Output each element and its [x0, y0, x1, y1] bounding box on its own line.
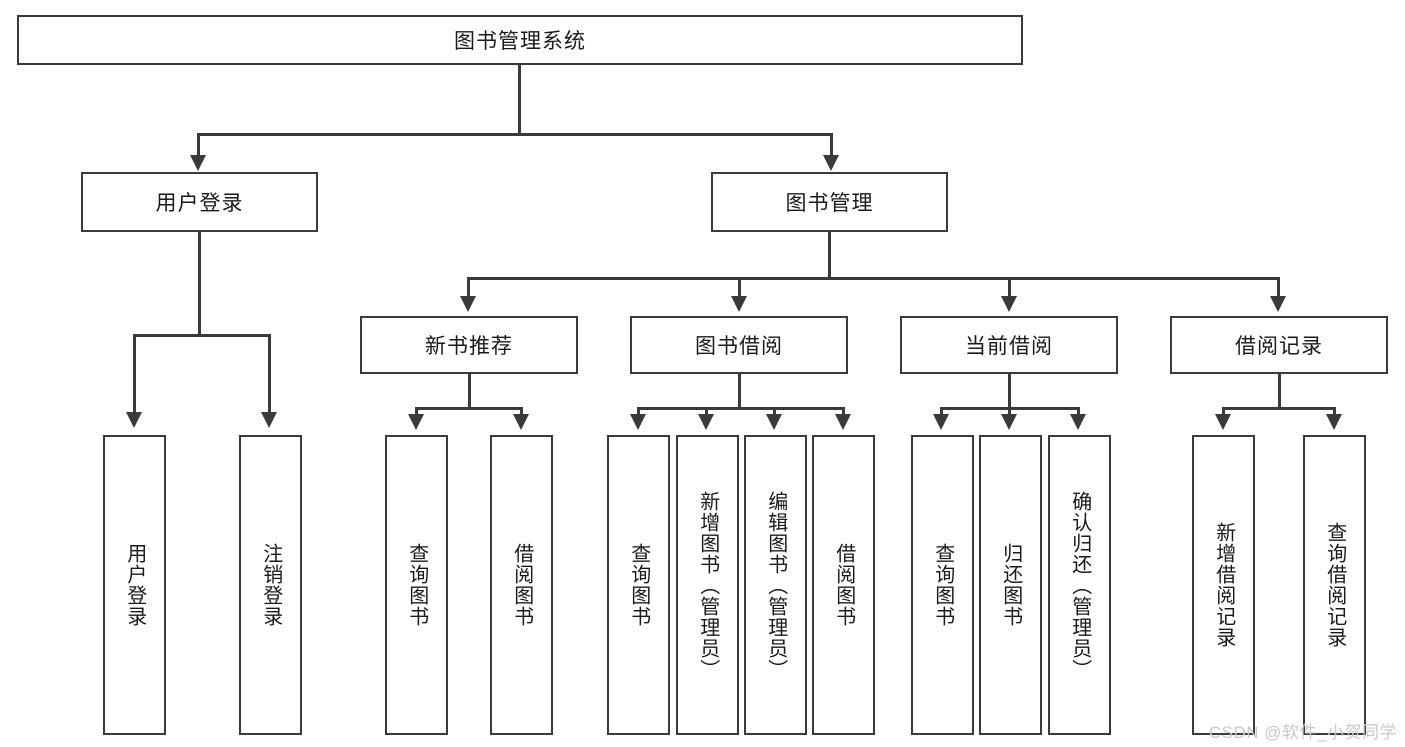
- edge-user-login-leaf2: [268, 334, 271, 414]
- edge-current-borrow-leaf2: [1008, 407, 1011, 417]
- arrow-to-user-login: [190, 155, 206, 171]
- edge-current-borrow-leaf1: [940, 407, 943, 417]
- edge-bm-to-book-borrow: [738, 277, 741, 299]
- node-borrow-record[interactable]: 借阅记录: [1170, 316, 1388, 374]
- edge-new-book-leaf1: [415, 407, 418, 417]
- edge-book-borrow-down: [738, 374, 741, 409]
- node-label: 借阅图书: [510, 543, 533, 627]
- node-label: 借阅图书: [832, 543, 855, 627]
- leaf-book-borrow-0[interactable]: 查询图书: [607, 435, 670, 735]
- edge-borrow-record-leaf1: [1222, 407, 1225, 417]
- node-label: 查询图书: [405, 543, 428, 627]
- node-label: 用户登录: [123, 543, 146, 627]
- node-label: 借阅记录: [1235, 335, 1323, 358]
- node-book-borrow[interactable]: 图书借阅: [630, 316, 848, 374]
- node-root-book-management-system[interactable]: 图书管理系统: [17, 15, 1023, 65]
- leaf-book-borrow-1[interactable]: 新增图书（管理员）: [676, 435, 739, 735]
- leaf-borrow-record-1[interactable]: 查询借阅记录: [1303, 435, 1366, 735]
- node-label: 注销登录: [259, 543, 282, 627]
- node-label: 图书管理: [785, 192, 874, 215]
- edge-borrow-record-bus: [1222, 407, 1336, 410]
- edge-book-borrow-leaf2: [705, 407, 708, 417]
- arrow-book-borrow-leaf4: [835, 414, 851, 430]
- edge-book-borrow-leaf4: [842, 407, 845, 417]
- node-label: 查询借阅记录: [1323, 522, 1346, 648]
- arrow-to-book-borrow: [731, 296, 747, 312]
- edge-bm-to-current-borrow: [1008, 277, 1011, 299]
- edge-user-login-bus: [133, 334, 271, 337]
- arrow-book-borrow-leaf1: [630, 414, 646, 430]
- edge-user-login-leaf1: [133, 334, 136, 414]
- leaf-user-login-0[interactable]: 用户登录: [103, 435, 166, 735]
- edge-borrow-record-down: [1278, 374, 1281, 409]
- edge-book-borrow-leaf1: [637, 407, 640, 417]
- edge-root-down: [518, 65, 521, 135]
- arrow-user-login-leaf1: [126, 412, 142, 428]
- edge-user-login-down: [198, 232, 201, 336]
- leaf-current-borrow-0[interactable]: 查询图书: [911, 435, 974, 735]
- arrow-current-borrow-leaf3: [1070, 414, 1086, 430]
- node-label: 查询图书: [627, 543, 650, 627]
- leaf-book-borrow-3[interactable]: 借阅图书: [812, 435, 875, 735]
- edge-borrow-record-leaf2: [1333, 407, 1336, 417]
- leaf-user-login-1[interactable]: 注销登录: [239, 435, 302, 735]
- edge-new-book-leaf2: [520, 407, 523, 417]
- edge-book-management-bus: [467, 277, 1279, 280]
- edge-book-management-down: [828, 232, 831, 280]
- leaf-current-borrow-2[interactable]: 确认归还（管理员）: [1048, 435, 1111, 735]
- edge-root-to-book-management: [830, 133, 833, 159]
- arrow-borrow-record-leaf1: [1215, 414, 1231, 430]
- arrow-to-new-book-recommend: [460, 296, 476, 312]
- node-label: 新增图书（管理员）: [696, 490, 719, 680]
- arrow-book-borrow-leaf3: [766, 414, 782, 430]
- edge-bm-to-borrow-record: [1277, 277, 1280, 299]
- arrow-current-borrow-leaf1: [933, 414, 949, 430]
- node-label: 确认归还（管理员）: [1068, 490, 1091, 680]
- node-label: 图书借阅: [695, 335, 783, 358]
- node-label: 新增借阅记录: [1212, 522, 1235, 648]
- edge-root-to-user-login: [197, 133, 200, 159]
- arrow-new-book-leaf2: [513, 414, 529, 430]
- node-label: 新书推荐: [425, 335, 513, 358]
- leaf-new-book-recommend-0[interactable]: 查询图书: [385, 435, 448, 735]
- node-user-login[interactable]: 用户登录: [81, 172, 318, 232]
- node-label: 归还图书: [999, 543, 1022, 627]
- edge-book-borrow-bus: [637, 407, 845, 410]
- node-label: 当前借阅: [965, 335, 1053, 358]
- node-label: 图书管理系统: [454, 30, 586, 53]
- edge-root-bus: [197, 133, 833, 136]
- arrow-new-book-leaf1: [408, 414, 424, 430]
- edge-book-borrow-leaf3: [773, 407, 776, 417]
- node-label: 查询图书: [931, 543, 954, 627]
- edge-new-book-bus: [415, 407, 523, 410]
- leaf-current-borrow-1[interactable]: 归还图书: [979, 435, 1042, 735]
- node-current-borrow[interactable]: 当前借阅: [900, 316, 1118, 374]
- node-book-management[interactable]: 图书管理: [711, 172, 948, 232]
- leaf-borrow-record-0[interactable]: 新增借阅记录: [1192, 435, 1255, 735]
- edge-bm-to-new-book: [467, 277, 470, 299]
- node-label: 编辑图书（管理员）: [764, 490, 787, 680]
- arrow-user-login-leaf2: [261, 412, 277, 428]
- leaf-new-book-recommend-1[interactable]: 借阅图书: [490, 435, 553, 735]
- edge-new-book-down: [468, 374, 471, 409]
- watermark-text: CSDN @软件_小贺同学: [1208, 723, 1397, 742]
- edge-current-borrow-down: [1008, 374, 1011, 409]
- arrow-book-borrow-leaf2: [698, 414, 714, 430]
- arrow-to-book-management: [823, 155, 839, 171]
- arrow-borrow-record-leaf2: [1326, 414, 1342, 430]
- leaf-book-borrow-2[interactable]: 编辑图书（管理员）: [744, 435, 807, 735]
- arrow-to-current-borrow: [1001, 296, 1017, 312]
- edge-current-borrow-leaf3: [1077, 407, 1080, 417]
- arrow-to-borrow-record: [1270, 296, 1286, 312]
- node-label: 用户登录: [155, 192, 244, 215]
- arrow-current-borrow-leaf2: [1001, 414, 1017, 430]
- node-new-book-recommend[interactable]: 新书推荐: [360, 316, 578, 374]
